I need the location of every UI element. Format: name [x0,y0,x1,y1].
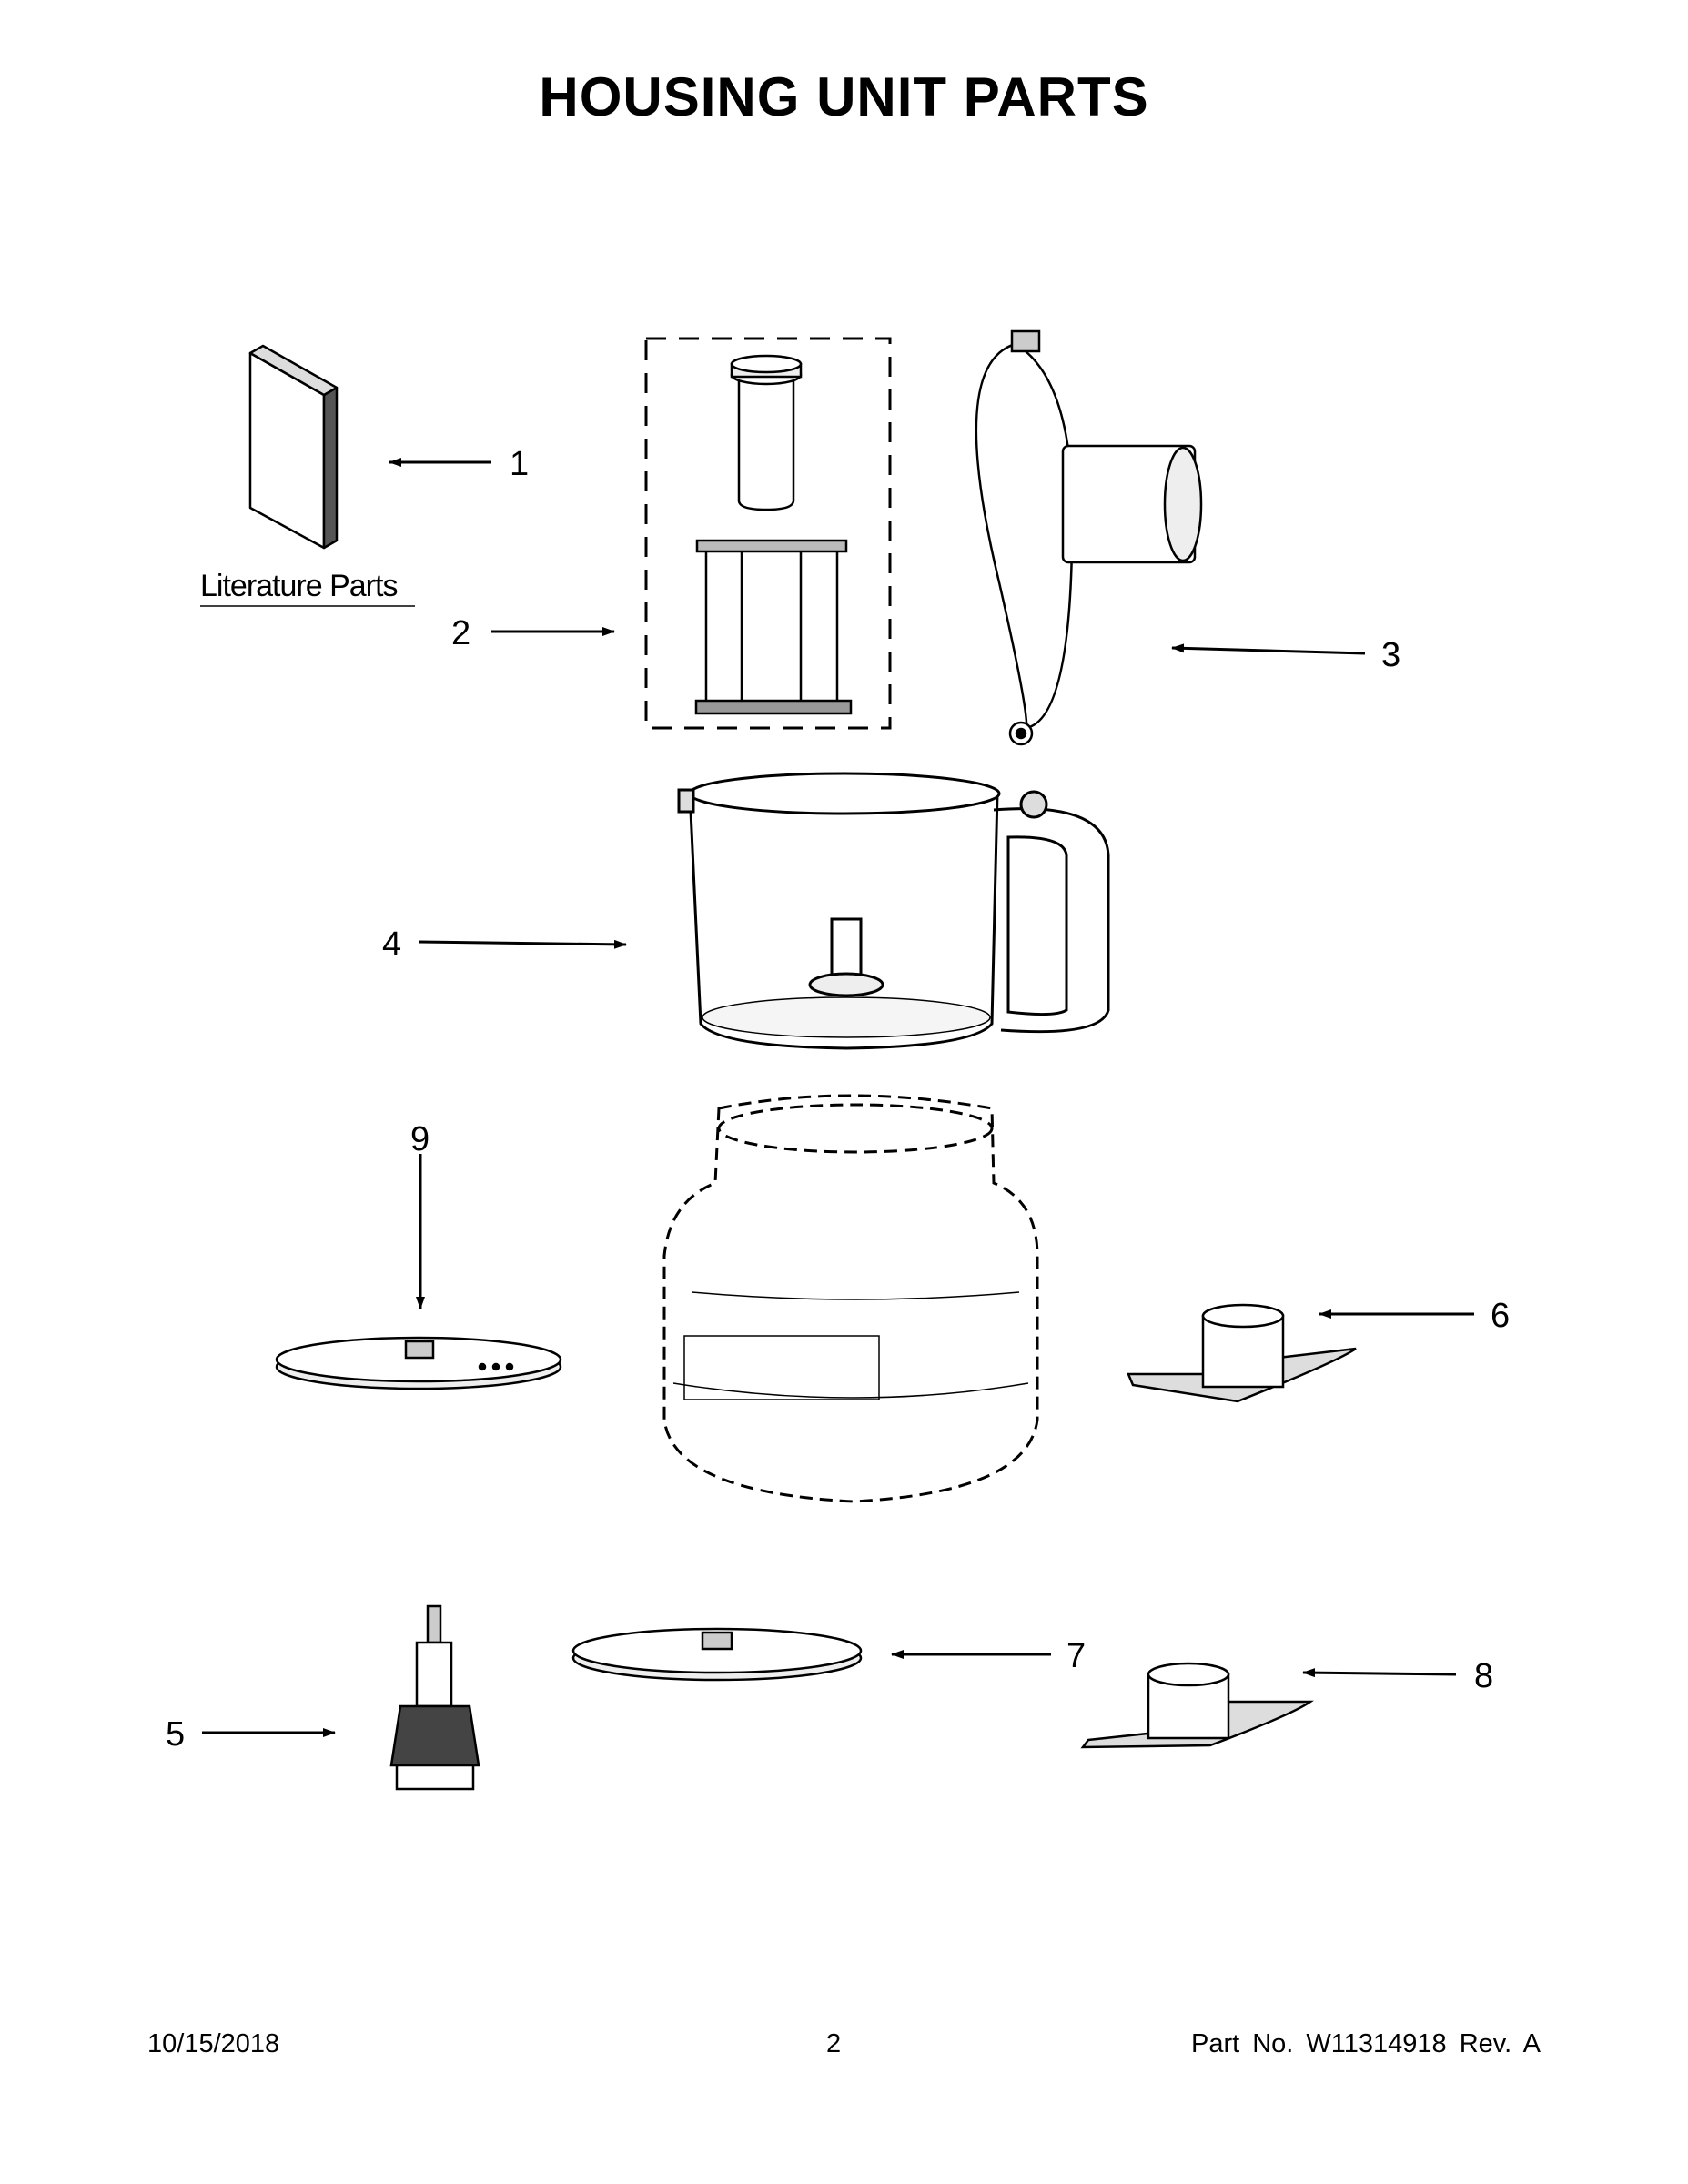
callout-3: 3 [1381,636,1400,674]
arrow-4 [418,939,627,949]
small-pusher-drawing [730,354,803,511]
footer-page-number: 2 [826,2029,842,2058]
work-bowl-drawing [677,772,1110,1050]
large-pusher-drawing [694,539,853,715]
lid-drawing [975,329,1203,746]
drive-adapter-drawing [389,1604,480,1791]
footer-part-number: Part No. W11314918 Rev. A [1190,2029,1541,2058]
motor-base-drawing [662,1094,1039,1503]
dough-blade-drawing [1080,1662,1314,1749]
slicing-disc-drawing [275,1336,562,1390]
pusher-set-group-outline [644,337,892,730]
literature-booklet-drawing [248,344,339,550]
footer-date: 10/15/2018 [147,2029,280,2058]
callout-9: 9 [410,1120,430,1158]
page-title: HOUSING UNIT PARTS [539,66,1149,127]
callout-6: 6 [1491,1297,1510,1335]
callout-8: 8 [1474,1657,1493,1695]
callout-5: 5 [166,1715,185,1754]
multipurpose-blade-drawing [1127,1303,1357,1403]
arrow-3 [1171,643,1366,655]
flat-disc-drawing [571,1627,863,1682]
callout-1: 1 [510,445,529,483]
arrow-8 [1302,1668,1457,1678]
callout-2: 2 [451,614,470,652]
literature-parts-label: Literature Parts [200,569,397,603]
callout-7: 7 [1066,1637,1086,1675]
callout-4: 4 [382,925,401,964]
